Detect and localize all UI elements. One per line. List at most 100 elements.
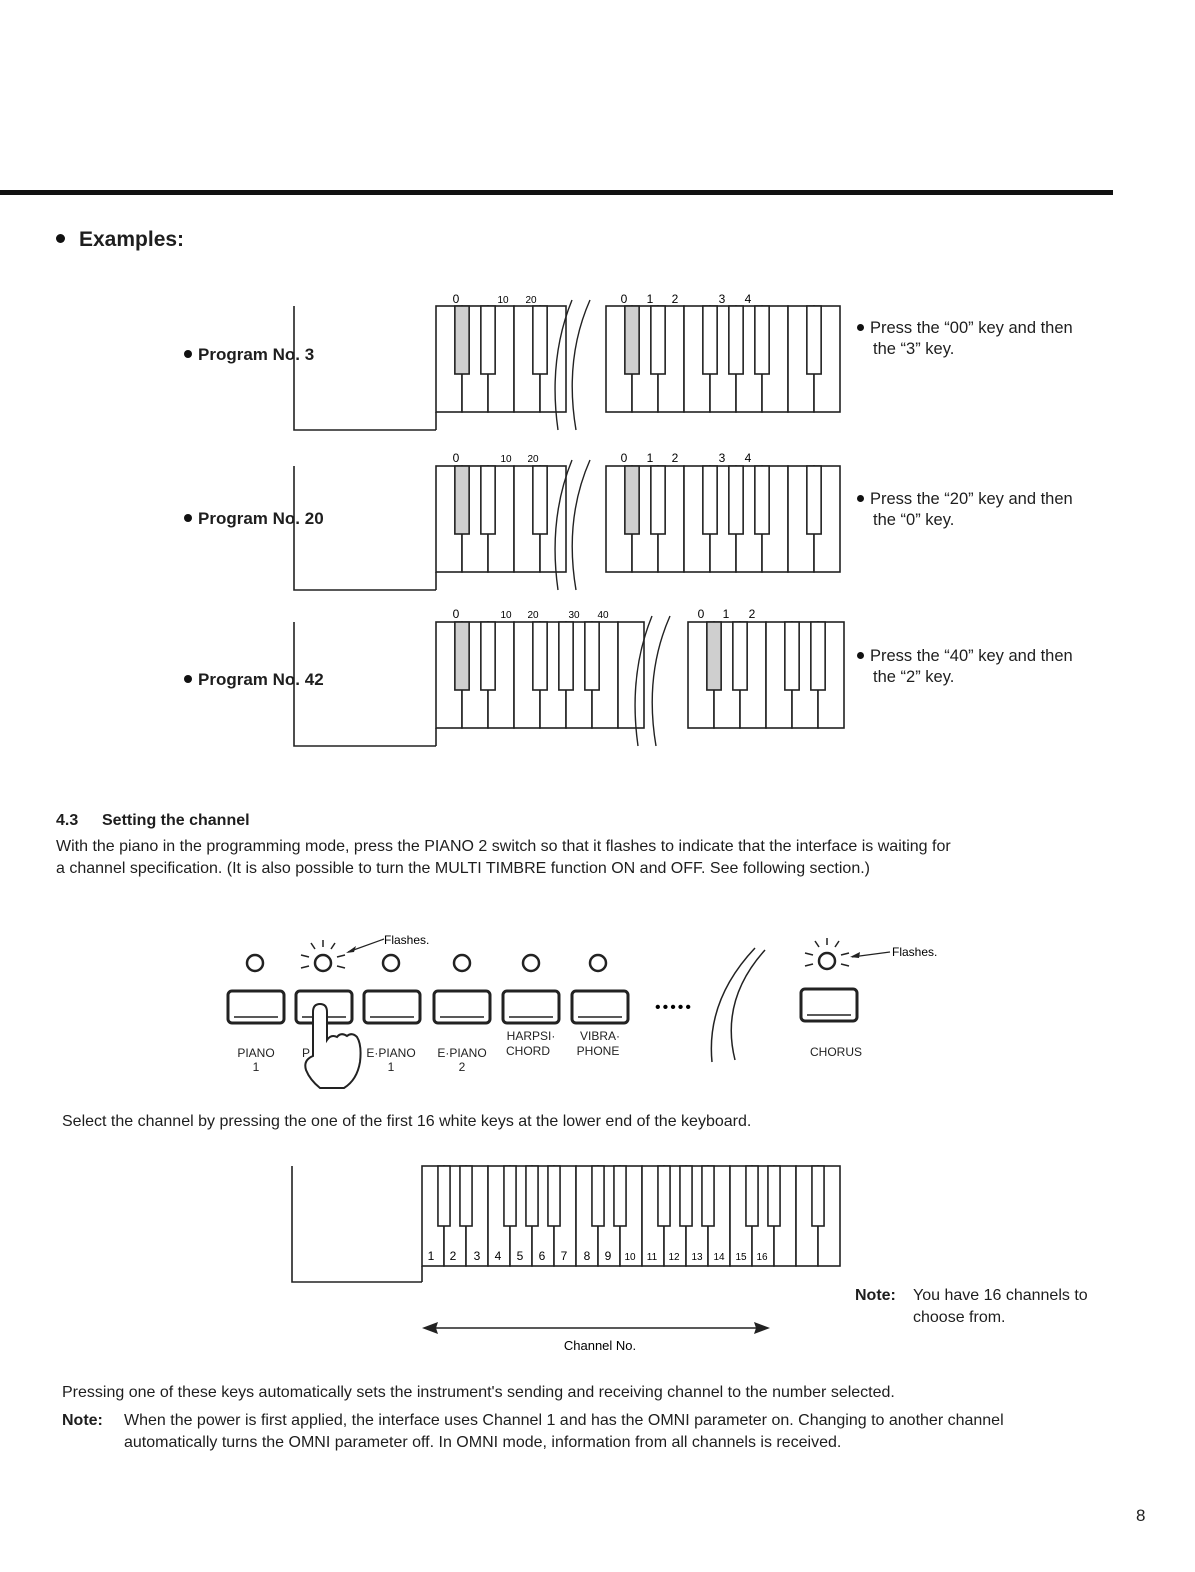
black-key [706,621,722,691]
button-label: 2 [459,1060,466,1074]
break-line-icon [651,615,671,747]
svg-text:2: 2 [672,451,679,465]
svg-text:7: 7 [561,1249,568,1263]
black-key [754,305,770,375]
svg-text:20: 20 [527,610,539,621]
example-1-key-labels: 0 10 20 0 1 2 3 4 [453,292,752,306]
white-key [657,305,685,413]
led-icon [588,953,608,973]
button-label: CHORD [506,1044,550,1058]
flashes-label: Flashes. [384,933,429,947]
led-icon [381,953,401,973]
black-key [584,621,600,691]
svg-text:1: 1 [647,292,654,306]
svg-text:0: 0 [453,607,460,621]
final-note: Note:When the power is first applied, th… [62,1412,1004,1451]
program-label-3: Program No. 42 [184,670,324,690]
select-instruction: Select the channel by pressing the one o… [62,1113,752,1130]
svg-text:0: 0 [453,451,460,465]
keyboard-left-3 [435,621,645,729]
svg-text:5: 5 [517,1249,524,1263]
chorus-label: CHORUS [810,1045,862,1059]
arrowhead-icon [346,946,356,953]
channel-keyboard [421,1165,841,1267]
black-key [702,305,718,375]
instruction-3: Press the “40” key and then the “2” key. [857,646,1127,688]
break-line-icon [554,459,573,591]
svg-text:20: 20 [525,295,537,306]
svg-text:6: 6 [539,1249,546,1263]
bullet-icon [56,233,65,243]
lower-octaves-bracket [291,1166,422,1283]
bullet-icon [857,324,864,331]
break-line-icon [634,615,653,747]
black-key [806,465,822,535]
svg-text:8: 8 [584,1249,591,1263]
svg-text:11: 11 [647,1252,658,1263]
button-label: HARPSI· [507,1029,556,1043]
black-key [480,621,496,691]
panel-diagram: Flashes. Flashes. ••••• PIANO 1 P [226,933,937,1089]
svg-text:12: 12 [668,1252,680,1263]
black-key [767,1165,781,1227]
svg-text:10: 10 [500,454,512,465]
keyboard-diagrams [291,299,845,1283]
break-line-icon [710,947,756,1063]
black-key [745,1165,759,1227]
svg-text:14: 14 [713,1252,725,1263]
channel-key-labels: 1 2 3 4 5 6 7 8 9 10 11 12 13 14 15 16 [428,1249,768,1263]
svg-text:16: 16 [756,1252,768,1263]
svg-text:0: 0 [698,607,705,621]
led-icon [245,953,265,973]
black-key [810,621,826,691]
keyboard-right-2 [605,465,841,573]
break-line-icon [730,949,766,1061]
side-note: Note:You have 16 channels to choose from… [855,1287,1088,1326]
svg-text:3: 3 [474,1249,481,1263]
black-key [613,1165,627,1227]
black-key [454,465,470,535]
svg-text:2: 2 [749,607,756,621]
pressing-text: Pressing one of these keys automatically… [62,1384,895,1401]
black-key [624,305,640,375]
program-label-2: Program No. 20 [184,509,324,529]
bullet-icon [184,350,192,358]
button-label: PIANO [237,1046,274,1060]
keyboard-left-2 [435,465,567,573]
black-key [532,621,548,691]
program-label-1: Program No. 3 [184,345,314,365]
arrow-left-icon [422,1322,438,1334]
black-key [454,621,470,691]
svg-text:1: 1 [428,1249,435,1263]
black-key [558,621,574,691]
lower-octaves-bracket [293,622,436,747]
black-key [728,465,744,535]
vibraphone-button [570,989,630,1025]
flashes-label-right: Flashes. [892,945,937,959]
break-line-icon [554,299,573,431]
continuation-dots: ••••• [655,999,693,1016]
svg-text:3: 3 [719,292,726,306]
button-label: VIBRA· [580,1029,620,1043]
black-key [650,465,666,535]
svg-text:9: 9 [605,1249,612,1263]
white-key [617,621,645,729]
black-key [480,305,496,375]
led-icon [521,953,541,973]
svg-text:1: 1 [723,607,730,621]
svg-text:10: 10 [497,295,509,306]
keyboard-right-3 [687,621,845,729]
top-rule [0,190,1113,195]
svg-text:0: 0 [621,292,628,306]
svg-text:0: 0 [453,292,460,306]
button-label: 1 [253,1060,260,1074]
keyboard-left-1 [435,305,567,413]
piano-1-button [226,989,286,1025]
example-2-key-labels: 0 10 20 0 1 2 3 4 [453,451,752,465]
svg-text:40: 40 [597,610,609,621]
black-key [650,305,666,375]
svg-text:30: 30 [568,610,580,621]
black-key [784,621,800,691]
black-key [728,305,744,375]
svg-text:4: 4 [495,1249,502,1263]
